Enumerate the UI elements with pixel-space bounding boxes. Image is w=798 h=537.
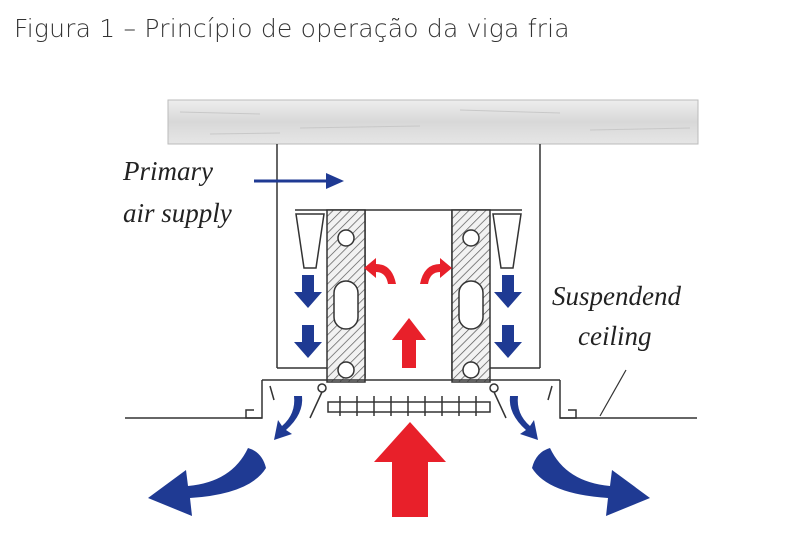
warm-arrow-curl-left: [364, 258, 396, 284]
supply-grille: [327, 396, 491, 416]
warm-arrow-curl-right: [420, 258, 452, 284]
ceiling-leader-line: [599, 369, 627, 417]
coil-left: [326, 209, 366, 383]
slot-outlet-arrows: [274, 396, 538, 440]
warm-arrow-center: [392, 318, 426, 368]
suspended-ceiling-label-line1: Suspendend: [552, 281, 681, 311]
discharge-arrow-right: [532, 448, 650, 516]
cool-arrow-left-2: [294, 325, 322, 358]
cool-arrow-right-2: [494, 325, 522, 358]
slab-texture: [179, 109, 691, 135]
warm-arrow-room: [374, 422, 446, 517]
figure-title: Figura 1 – Princípio de operação da viga…: [14, 14, 570, 43]
concrete-slab: [167, 99, 699, 145]
cool-air-down-arrows: [294, 275, 522, 358]
primary-air-label-line2: air supply: [123, 198, 232, 228]
suspended-ceiling-label-line2: ceiling: [578, 321, 651, 351]
slot-arrow-left: [274, 396, 303, 440]
cool-arrow-left-1: [294, 275, 322, 308]
coil-right: [451, 209, 491, 383]
warm-air-arrows: [364, 258, 452, 517]
slot-arrow-right: [509, 396, 538, 440]
nozzle-left: [295, 213, 325, 269]
nozzle-right: [492, 213, 522, 269]
room-discharge-arrows: [148, 448, 650, 516]
discharge-arrow-left: [148, 448, 266, 516]
cool-arrow-right-1: [494, 275, 522, 308]
primary-air-arrow: [254, 173, 344, 189]
primary-air-label-line1: Primary: [122, 156, 213, 186]
